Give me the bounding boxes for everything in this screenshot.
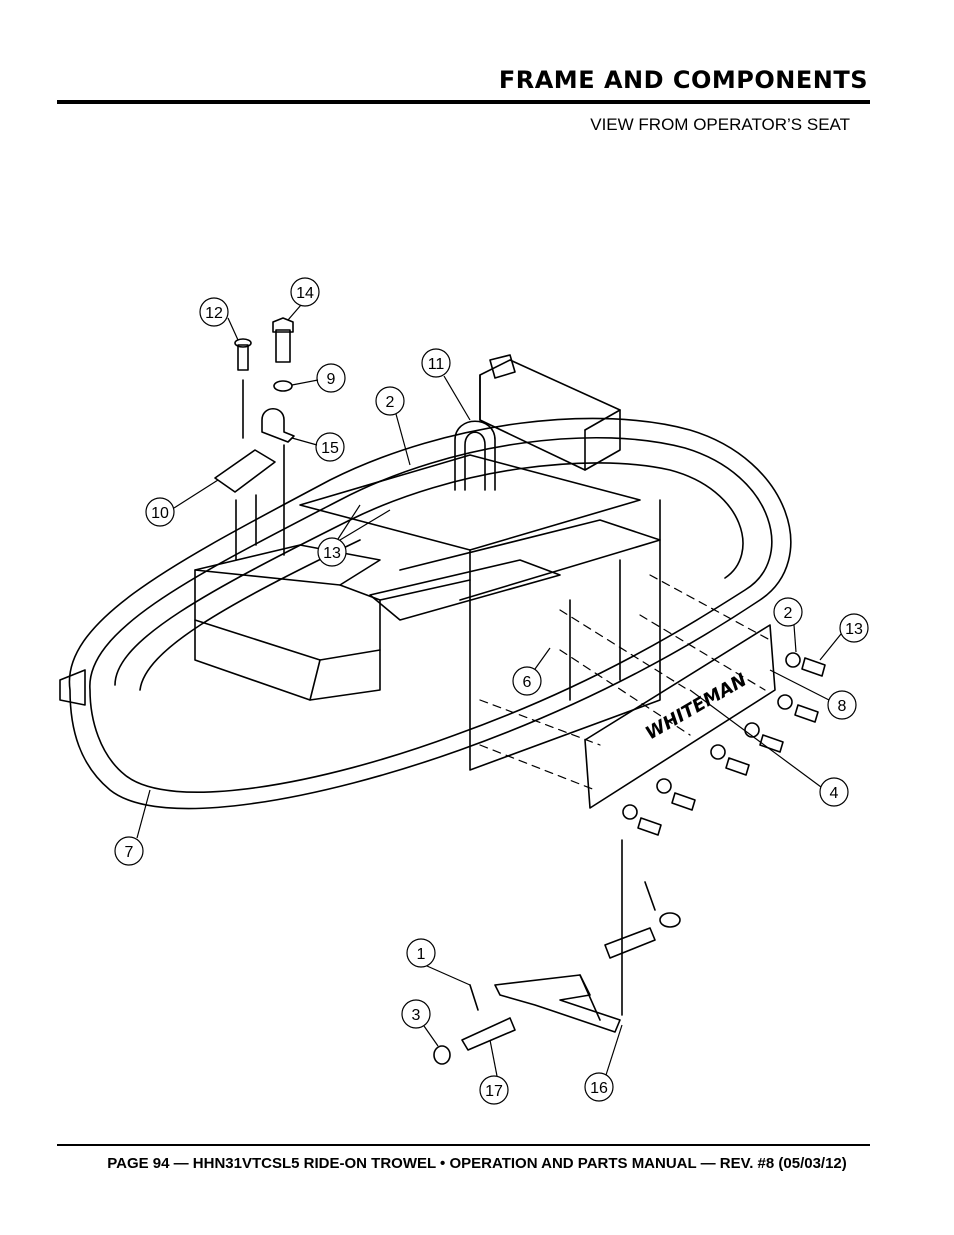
svg-text:10: 10 bbox=[151, 505, 169, 522]
brand-plate: WHITEMAN bbox=[642, 670, 750, 745]
page-title: FRAME AND COMPONENTS bbox=[498, 66, 868, 94]
frame-body bbox=[194, 454, 661, 771]
callout-7: 7 bbox=[114, 836, 144, 866]
svg-text:8: 8 bbox=[838, 698, 847, 715]
callout-3: 3 bbox=[401, 999, 431, 1029]
page-footer: PAGE 94 — HHN31VTCSL5 RIDE-ON TROWEL • O… bbox=[107, 1155, 847, 1172]
side-plate bbox=[584, 624, 776, 809]
svg-text:13: 13 bbox=[845, 621, 863, 638]
callout-4: 4 bbox=[819, 777, 849, 807]
svg-text:2: 2 bbox=[386, 394, 395, 411]
callout-13-left: 13 bbox=[317, 537, 347, 567]
footer-rule bbox=[57, 1144, 870, 1146]
view-label: VIEW FROM OPERATOR’S SEAT bbox=[590, 115, 850, 134]
svg-text:12: 12 bbox=[205, 305, 223, 322]
callout-1: 1 bbox=[406, 938, 436, 968]
svg-text:7: 7 bbox=[125, 844, 134, 861]
callout-13-right: 13 bbox=[839, 613, 869, 643]
svg-text:16: 16 bbox=[590, 1080, 608, 1097]
svg-text:2: 2 bbox=[784, 605, 793, 622]
callout-2-right: 2 bbox=[773, 597, 803, 627]
svg-text:11: 11 bbox=[428, 356, 445, 373]
bracket-plate bbox=[214, 449, 276, 493]
svg-text:1: 1 bbox=[417, 946, 426, 963]
svg-text:6: 6 bbox=[523, 674, 532, 691]
u-bracket bbox=[454, 420, 496, 491]
svg-text:3: 3 bbox=[412, 1007, 421, 1024]
callout-6: 6 bbox=[512, 666, 542, 696]
svg-text:14: 14 bbox=[296, 285, 314, 302]
callout-16: 16 bbox=[584, 1072, 614, 1102]
top-block bbox=[479, 354, 621, 471]
foot-pedal bbox=[433, 839, 681, 1065]
header-rule bbox=[57, 100, 870, 104]
svg-text:4: 4 bbox=[830, 785, 839, 802]
callout-17: 17 bbox=[479, 1075, 509, 1105]
callout-12: 12 bbox=[199, 297, 229, 327]
callout-11: 11 bbox=[421, 348, 451, 378]
callout-2-upper: 2 bbox=[375, 386, 405, 416]
svg-text:17: 17 bbox=[485, 1083, 503, 1100]
callout-14: 14 bbox=[290, 277, 320, 307]
callout-8: 8 bbox=[827, 690, 857, 720]
callout-15: 15 bbox=[315, 432, 345, 462]
svg-text:13: 13 bbox=[323, 545, 341, 562]
svg-text:9: 9 bbox=[327, 371, 336, 388]
callout-10: 10 bbox=[145, 497, 175, 527]
callout-9: 9 bbox=[316, 363, 346, 393]
svg-text:15: 15 bbox=[321, 440, 339, 457]
